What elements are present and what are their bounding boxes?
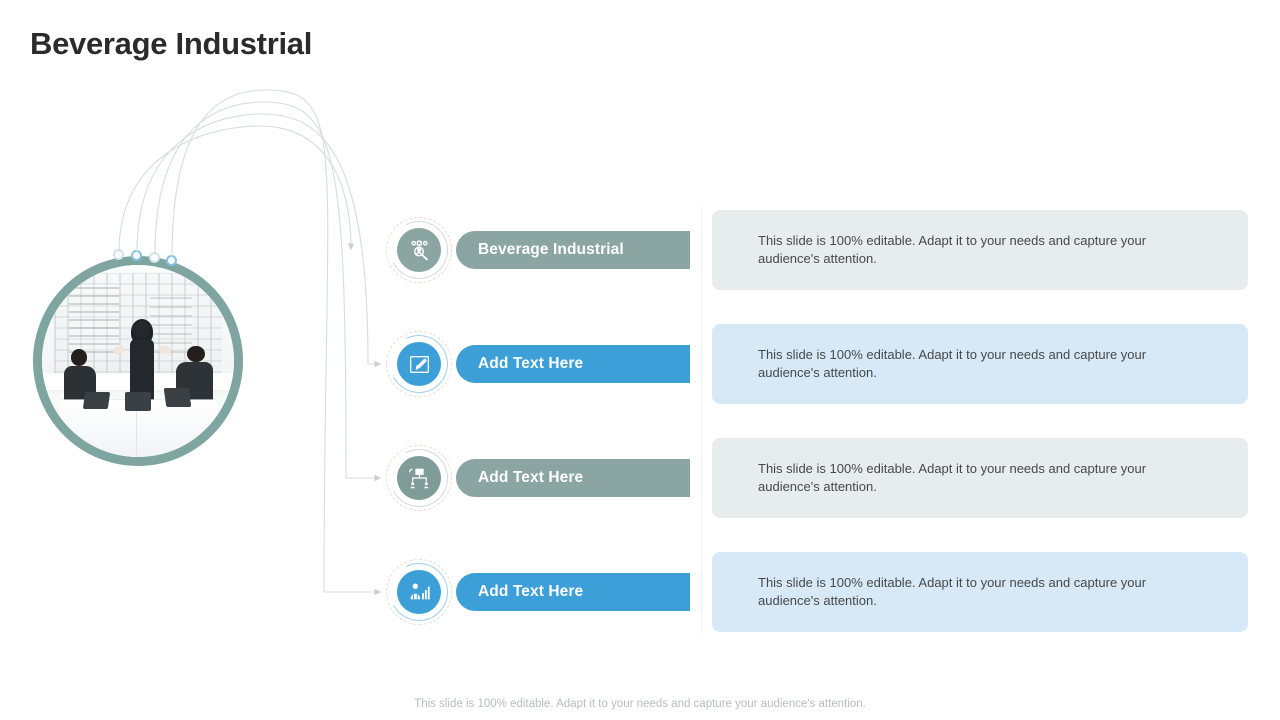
panel-body-text: This slide is 100% editable. Adapt it to… [758, 460, 1147, 494]
connector-dot-1 [113, 249, 124, 260]
page-title: Beverage Industrial [30, 26, 313, 61]
slide-footer-note: This slide is 100% editable. Adapt it to… [414, 698, 866, 710]
description-panel-4: This slide is 100% editable. Adapt it to… [712, 552, 1248, 632]
panel-body-text: This slide is 100% editable. Adapt it to… [758, 232, 1147, 266]
item-label: Beverage Industrial [478, 241, 624, 258]
icon-badge-2 [382, 327, 456, 401]
icon-badge-4 [382, 555, 456, 629]
icon-badge-3 [382, 441, 456, 515]
photo-tablet [124, 391, 152, 411]
description-panel-2: This slide is 100% editable. Adapt it to… [712, 324, 1248, 404]
connector-dot-4 [166, 255, 177, 266]
team-photo-image [42, 265, 234, 457]
description-panel-1: This slide is 100% editable. Adapt it to… [712, 210, 1248, 290]
connector-dot-3 [149, 252, 160, 263]
team-photo-circle [33, 256, 243, 466]
photo-laptop-2 [163, 387, 192, 408]
panel-body-text: This slide is 100% editable. Adapt it to… [758, 346, 1147, 380]
edit-pen-frame-icon [397, 342, 441, 386]
org-network-hierarchy-icon [397, 456, 441, 500]
presenter-chart-person-icon [397, 570, 441, 614]
item-label: Add Text Here [478, 583, 584, 600]
connector-arc-1 [118, 125, 355, 253]
photo-building-left [68, 284, 119, 354]
connector-dot-2 [131, 250, 142, 261]
description-panel-3: This slide is 100% editable. Adapt it to… [712, 438, 1248, 518]
item-label: Add Text Here [478, 355, 584, 372]
user-search-analytics-icon [397, 228, 441, 272]
icon-badge-1 [382, 213, 456, 287]
vertical-divider [701, 205, 702, 635]
photo-laptop-1 [83, 391, 111, 409]
item-label: Add Text Here [478, 469, 584, 486]
panel-body-text: This slide is 100% editable. Adapt it to… [758, 574, 1147, 608]
